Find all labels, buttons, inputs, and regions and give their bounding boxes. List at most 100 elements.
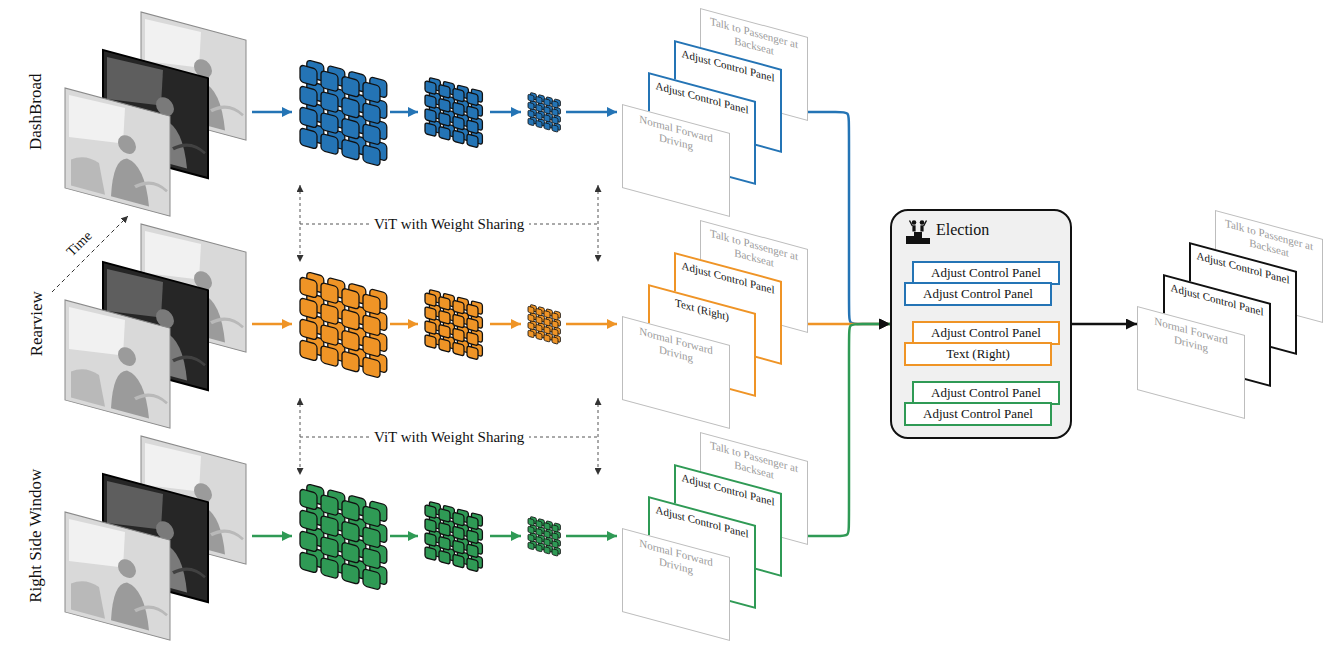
- steering-wheel: [211, 527, 243, 544]
- token-tile: [528, 102, 534, 110]
- token-tile: [544, 310, 550, 318]
- token-tile: [321, 303, 338, 325]
- flow-arrow: [490, 535, 521, 538]
- election-box: ElectionAdjust Control PanelAdjust Contr…: [890, 209, 1072, 439]
- token-tile: [439, 338, 450, 352]
- token-tile: [439, 98, 450, 112]
- token-tile: [363, 527, 380, 549]
- token-tile: [363, 548, 380, 570]
- token-tile: [552, 541, 558, 549]
- token-tile: [321, 133, 338, 155]
- token-tile: [439, 536, 450, 550]
- token-tile: [552, 321, 558, 329]
- token-tile: [467, 134, 478, 148]
- token-tile: [342, 288, 359, 310]
- token-tile: [528, 534, 534, 542]
- node-text: Text (Right): [946, 346, 1010, 362]
- token-tile: [467, 558, 478, 572]
- token-tile: [439, 324, 450, 338]
- token-tile: [552, 313, 558, 321]
- token-tile: [300, 531, 317, 553]
- token-tile: [300, 107, 317, 129]
- node-text: Adjust Control Panel: [931, 385, 1041, 401]
- token-tile: [321, 282, 338, 304]
- token-tile: [536, 112, 542, 120]
- frame-border: [65, 88, 170, 216]
- flow-arrow: [566, 535, 617, 538]
- token-tile: [528, 526, 534, 534]
- token-tile: [321, 494, 338, 516]
- token-tile: [439, 112, 450, 126]
- token-tile: [536, 308, 542, 316]
- token-tile: [467, 332, 478, 346]
- driver-body: [111, 154, 149, 206]
- token-tile: [467, 318, 478, 332]
- token-tile: [342, 76, 359, 98]
- token-tile: [425, 335, 436, 349]
- token-tile: [552, 117, 558, 125]
- token-tile: [467, 106, 478, 120]
- token-tile: [453, 300, 464, 314]
- token-tile: [321, 324, 338, 346]
- node-text: Adjust Control Panel: [931, 265, 1041, 281]
- token-tile: [528, 118, 534, 126]
- car-window: [69, 305, 125, 364]
- token-tile: [544, 546, 550, 554]
- token-tile: [321, 536, 338, 558]
- token-tile: [321, 515, 338, 537]
- token-tile: [544, 122, 550, 130]
- token-tile: [439, 550, 450, 564]
- token-tile: [552, 337, 558, 345]
- node-text: Adjust Control Panel: [923, 286, 1033, 302]
- token-tile: [363, 506, 380, 528]
- weight-sharing-line: [598, 185, 599, 262]
- token-grid: [425, 288, 482, 361]
- token-tile: [439, 522, 450, 536]
- token-tile: [300, 510, 317, 532]
- token-grid: [425, 76, 482, 149]
- token-tile: [467, 544, 478, 558]
- token-tile: [528, 94, 534, 102]
- flow-arrow: [252, 111, 292, 114]
- token-tile: [425, 307, 436, 321]
- token-tile: [552, 533, 558, 541]
- token-tile: [342, 563, 359, 585]
- flow-connector: [808, 324, 890, 536]
- token-tile: [453, 130, 464, 144]
- token-tile: [300, 277, 317, 299]
- token-tile: [425, 547, 436, 561]
- token-tile: [425, 293, 436, 307]
- flow-arrow: [390, 111, 418, 114]
- flow-arrow: [566, 323, 617, 326]
- token-tile: [363, 145, 380, 167]
- vote-card: Adjust Control Panel: [904, 402, 1052, 426]
- token-tile: [342, 139, 359, 161]
- view-label: Right Side Window: [26, 469, 46, 603]
- token-tile: [321, 557, 338, 579]
- token-tile: [544, 538, 550, 546]
- video-frame: [65, 88, 170, 216]
- token-tile: [425, 321, 436, 335]
- token-tile: [528, 542, 534, 550]
- car-seat: [71, 577, 105, 618]
- view-label: DashBroad: [26, 74, 46, 150]
- token-tile: [528, 330, 534, 338]
- token-tile: [300, 319, 317, 341]
- token-tile: [453, 540, 464, 554]
- video-frame: [65, 512, 170, 640]
- token-tile: [342, 542, 359, 564]
- token-tile: [300, 86, 317, 108]
- driver-body: [111, 578, 149, 630]
- token-tile: [536, 120, 542, 128]
- token-tile: [552, 329, 558, 337]
- token-tile: [342, 500, 359, 522]
- annotation-label: ViT with Weight Sharing: [369, 429, 529, 446]
- frame-border: [65, 512, 170, 640]
- token-tile: [453, 88, 464, 102]
- token-grid: [300, 270, 387, 380]
- token-tile: [536, 528, 542, 536]
- token-tile: [425, 123, 436, 137]
- token-tile: [342, 330, 359, 352]
- token-tile: [321, 345, 338, 367]
